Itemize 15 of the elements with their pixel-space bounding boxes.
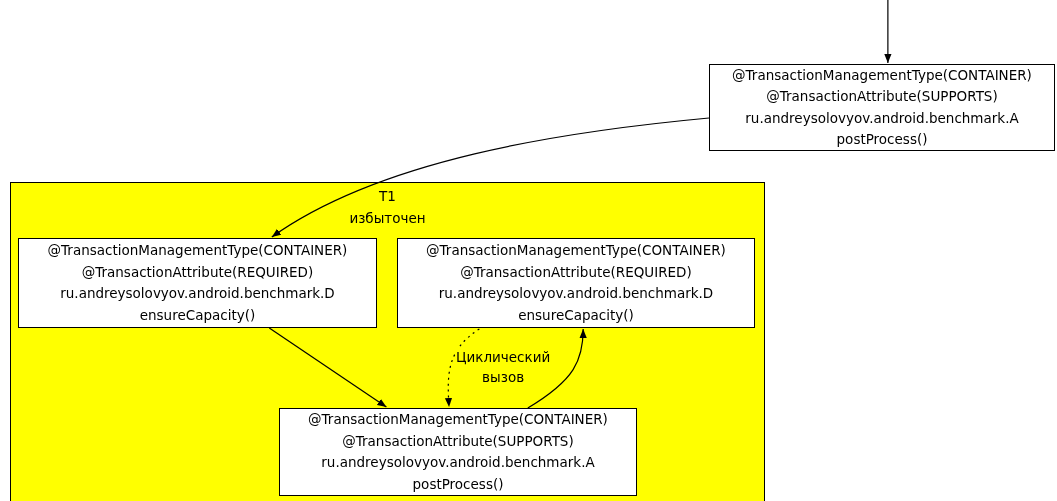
arrow xyxy=(271,117,710,238)
arrow xyxy=(884,0,892,64)
cluster-box xyxy=(10,182,765,501)
arrow xyxy=(527,328,587,409)
arrow xyxy=(268,327,387,408)
process-box xyxy=(709,64,1055,151)
node-label: @TransactionManagementType(CONTAINER) @TransactionAttribute(REQUIRED) ru.andreysolovyov.android.benchmark.D ensureCapacity() xyxy=(46,241,349,325)
process-box xyxy=(18,238,377,328)
node-label: @TransactionManagementType(CONTAINER) @TransactionAttribute(REQUIRED) ru.andreysolovyov.android.benchmark.D ensureCapacity() xyxy=(425,241,727,325)
node-label: @TransactionManagementType(CONTAINER) @TransactionAttribute(SUPPORTS) ru.andreysolovyov.android.benchmark.A postProcess() xyxy=(731,65,1033,149)
process-box xyxy=(279,408,637,496)
cluster-label: T1 избыточен xyxy=(348,187,427,228)
process-box xyxy=(397,238,755,328)
node-label: @TransactionManagementType(CONTAINER) @TransactionAttribute(SUPPORTS) ru.andreysolovyov.android.benchmark.A postProcess() xyxy=(307,410,609,494)
dotted-arrow xyxy=(444,328,480,408)
